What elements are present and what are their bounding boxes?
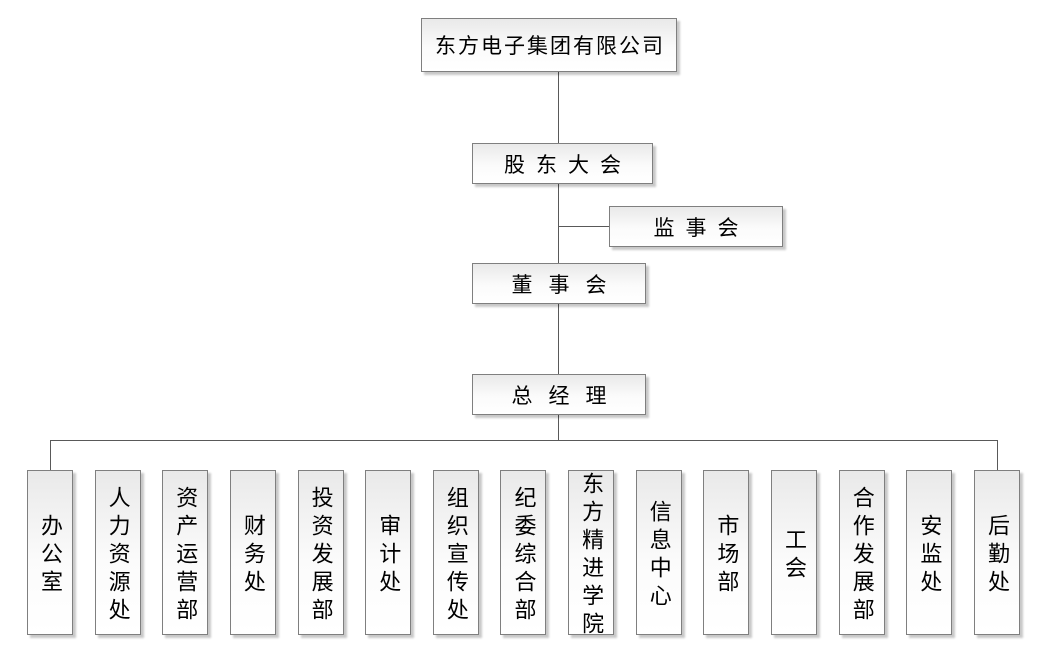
connector-shareholders-to-board [558,184,559,263]
dept-label: 办公室 [38,513,63,598]
org-node-general-manager: 总经理 [472,374,646,415]
org-node-dept-audit: 审计处 [365,470,412,635]
connector-supervisory-branch [558,226,609,227]
org-node-dept-marketing: 市场部 [703,470,750,635]
org-node-board-of-directors-label: 董事会 [511,272,623,297]
org-node-company: 东方电子集团有限公司 [421,18,677,72]
org-node-board-of-directors: 董事会 [472,263,646,304]
dept-label: 合作发展部 [849,485,875,626]
connector-rail-drop-right [997,440,998,471]
org-node-dept-safety-supervision: 安监处 [906,470,953,635]
connector-board-to-gm [558,304,559,374]
dept-label: 工会 [782,527,808,584]
org-node-dept-finance: 财务处 [229,470,276,635]
dept-label: 信息中心 [646,499,672,612]
org-node-dept-logistics: 后勤处 [973,470,1020,635]
org-node-dept-discipline-committee: 纪委综合部 [500,470,547,635]
org-node-supervisory-board: 监事会 [609,206,783,247]
org-node-general-manager-label: 总经理 [511,383,623,408]
connector-gm-to-rail [558,415,559,440]
org-node-dept-organization-publicity: 组织宣传处 [432,470,479,635]
department-row: 办公室 人力资源处 资产运营部 财务处 投资发展部 审计处 组织宣传处 纪委综合… [27,470,1020,640]
dept-label: 人力资源处 [105,485,131,626]
connector-department-rail [50,440,997,441]
dept-label: 后勤处 [984,513,1010,598]
dept-label: 资产运营部 [173,485,199,626]
org-node-shareholders-meeting-label: 股东大会 [504,152,632,177]
org-node-dept-labor-union: 工会 [771,470,818,635]
org-node-shareholders-meeting: 股东大会 [472,143,653,184]
connector-root-to-shareholders [558,72,559,143]
dept-label: 审计处 [376,513,402,598]
org-node-supervisory-board-label: 监事会 [653,215,750,240]
org-node-dept-asset-operations: 资产运营部 [162,470,209,635]
dept-label: 东方精进学院 [579,471,605,640]
dept-label: 投资发展部 [308,485,334,626]
connector-rail-drop-left [50,440,51,471]
org-node-dept-office: 办公室 [27,470,73,635]
dept-label: 组织宣传处 [443,485,469,626]
dept-label: 财务处 [240,513,266,598]
dept-label: 市场部 [714,513,740,598]
org-node-dept-jingjin-academy: 东方精进学院 [568,470,615,640]
org-node-dept-human-resources: 人力资源处 [94,470,141,635]
dept-label: 安监处 [917,513,943,598]
org-node-dept-information-center: 信息中心 [635,470,682,635]
dept-label: 纪委综合部 [511,485,537,626]
org-node-company-label: 东方电子集团有限公司 [435,34,665,58]
org-node-dept-investment-development: 投资发展部 [297,470,344,635]
org-node-dept-cooperation-development: 合作发展部 [838,470,885,635]
